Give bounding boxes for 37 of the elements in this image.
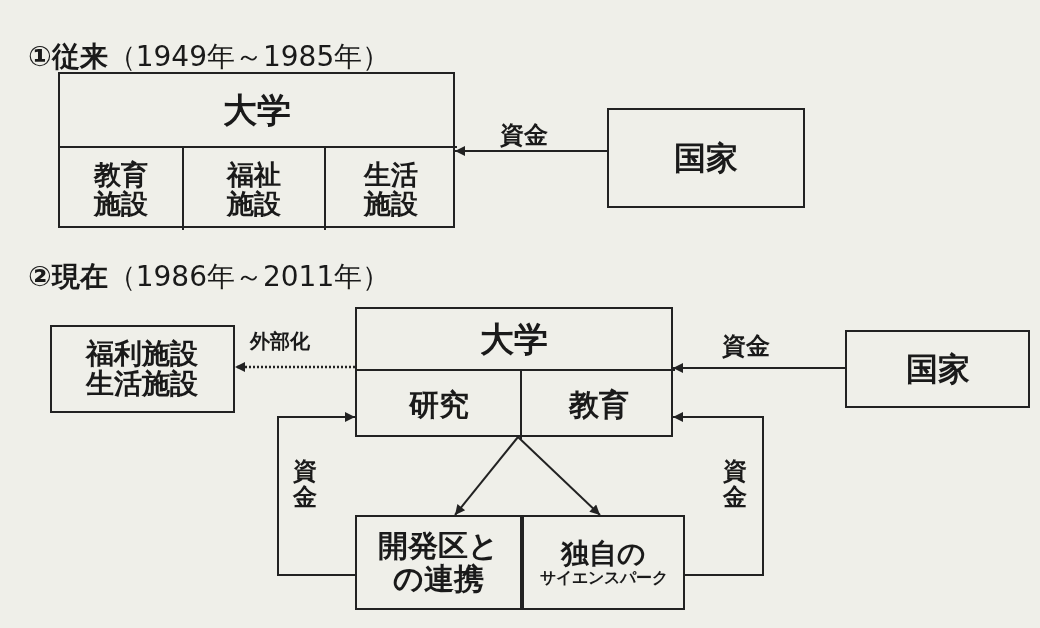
node-text: 教育施設	[92, 159, 149, 219]
node-text: 大学	[480, 320, 548, 358]
node-subtext: サイエンスパーク	[539, 569, 668, 587]
node-text: 福利施設生活施設	[84, 338, 200, 400]
node-text: 生活施設	[362, 159, 420, 219]
edge-label: 資金	[293, 458, 317, 511]
arrow	[672, 412, 764, 576]
node-text: 開発区との連携	[377, 530, 500, 595]
edge-label: 資金	[500, 122, 548, 149]
arrow	[454, 436, 519, 516]
edge-label: 資金	[722, 333, 770, 360]
node-text: 大学	[222, 91, 291, 129]
node-text: 福祉施設	[225, 159, 282, 219]
process-box	[324, 146, 457, 230]
process-box	[355, 515, 522, 610]
node-text: 研究	[408, 388, 469, 422]
arrow	[454, 146, 608, 156]
edge-label: 外部化	[250, 330, 310, 352]
university-box	[355, 307, 673, 437]
node-text: 独自の	[561, 538, 646, 569]
process-box	[50, 325, 235, 413]
process-box	[607, 108, 805, 208]
university-box	[58, 72, 455, 228]
node-text: 教育	[568, 388, 629, 422]
process-box	[182, 146, 324, 230]
edge-label: 資金	[723, 458, 747, 511]
process-box	[520, 369, 675, 439]
section-heading: ②現在（1986年～2011年）	[28, 259, 391, 295]
arrow	[672, 363, 846, 373]
arrow	[235, 362, 355, 372]
arrow	[517, 436, 601, 516]
node-text: 国家	[674, 140, 738, 176]
process-box	[845, 330, 1030, 408]
process-box	[522, 515, 685, 610]
arrow	[277, 412, 356, 576]
node-text: 国家	[905, 351, 970, 387]
section-heading: ①従来（1949年～1985年）	[28, 39, 391, 75]
